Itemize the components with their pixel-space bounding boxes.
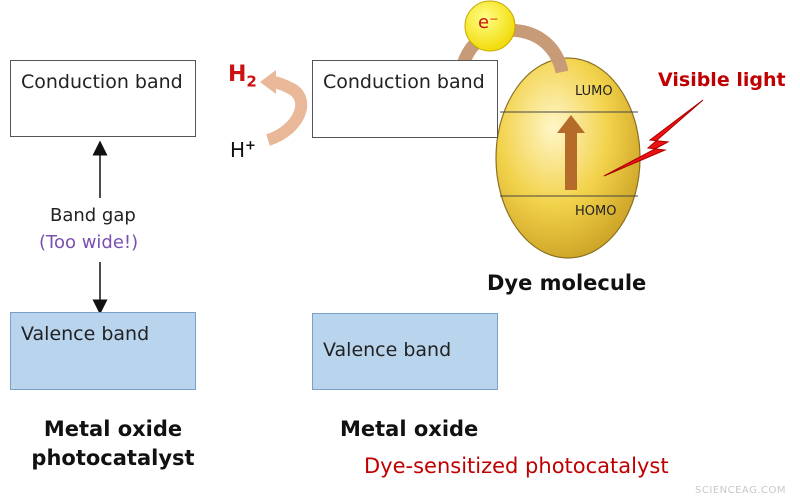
left-conduction-band-box: Conduction band xyxy=(10,60,196,137)
band-gap-label: Band gap xyxy=(50,205,136,226)
hydrogen-reduction-arrow-head xyxy=(260,70,276,94)
excitation-arrow-head xyxy=(557,115,585,133)
visible-light-label: Visible light xyxy=(658,69,786,91)
right-conduction-band-label: Conduction band xyxy=(323,71,485,93)
right-valence-band-box: Valence band xyxy=(312,313,498,390)
right-conduction-band-box: Conduction band xyxy=(312,60,498,138)
h-plus-label: H+ xyxy=(230,138,256,162)
right-valence-band-label: Valence band xyxy=(323,339,452,361)
left-caption-line2: photocatalyst xyxy=(31,446,195,470)
h-plus-base: H xyxy=(230,138,246,162)
electron-circle xyxy=(464,0,516,52)
h-plus-superscript: + xyxy=(245,138,256,154)
right-caption-dye-sensitized: Dye-sensitized photocatalyst xyxy=(364,454,669,478)
h2-subscript: 2 xyxy=(246,72,257,91)
excitation-arrow-shaft xyxy=(565,130,577,190)
h2-label: H2 xyxy=(228,62,257,90)
left-caption-line1: Metal oxide xyxy=(43,417,183,441)
left-valence-band-label: Valence band xyxy=(21,323,150,345)
homo-label: HOMO xyxy=(575,204,617,219)
right-caption-metal-oxide: Metal oxide xyxy=(340,417,479,441)
lumo-label: LUMO xyxy=(575,84,613,99)
left-conduction-band-label: Conduction band xyxy=(21,71,183,93)
lightning-bolt-icon xyxy=(603,99,704,177)
h2-base: H xyxy=(228,62,247,87)
dye-molecule-label: Dye molecule xyxy=(487,271,647,295)
electron-label: e⁻ xyxy=(478,12,499,33)
too-wide-label: (Too wide!) xyxy=(39,232,139,253)
watermark: SCIENCEAG.COM xyxy=(695,485,786,496)
hydrogen-reduction-arrow xyxy=(265,76,307,146)
left-valence-band-box: Valence band xyxy=(10,312,196,390)
left-caption: Metal oxide photocatalyst xyxy=(18,415,208,473)
